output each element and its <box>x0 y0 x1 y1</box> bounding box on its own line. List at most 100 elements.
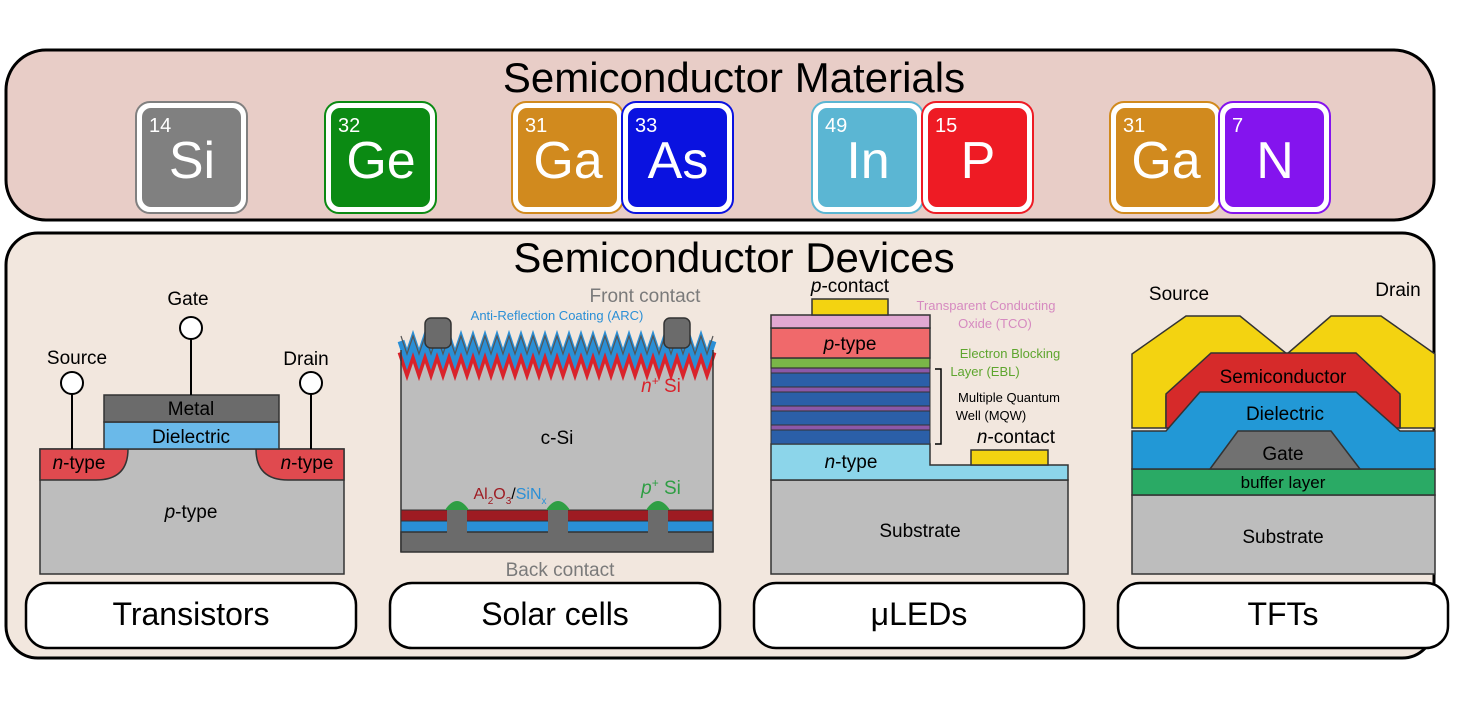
element-tile-border <box>324 101 437 214</box>
uled-n-contact-label: n-contact <box>977 427 1056 448</box>
element-tile-bg <box>622 102 733 213</box>
transistor-diagram: Gate Source Drain Metal Dielectric n-typ… <box>39 289 345 575</box>
uled-ebl <box>770 357 931 369</box>
solar-cell-diagram: Front contact Anti-Reflection Coating (A… <box>397 286 717 581</box>
uled-ebl-label-2: Layer (EBL) <box>950 364 1019 379</box>
device-name-label: TFTs <box>1247 596 1318 632</box>
solar-p-plus-bump-1 <box>445 501 469 510</box>
element-atomic-number: 33 <box>635 115 657 137</box>
tft-drain-label: Drain <box>1375 280 1420 301</box>
element-atomic-number: 32 <box>338 115 360 137</box>
mqw-barrier-layer <box>770 386 931 393</box>
transistor-gate-label: Gate <box>167 289 208 310</box>
devices-title: Semiconductor Devices <box>513 234 954 281</box>
device-box-0: Transistors <box>24 581 358 650</box>
element-tile-border <box>621 101 734 214</box>
source-terminal <box>60 371 84 395</box>
uled-p-contact <box>811 298 889 316</box>
element-atomic-number: 49 <box>825 115 847 137</box>
uled-ebl-label-1: Electron Blocking <box>960 346 1060 361</box>
solar-back-contact <box>400 531 714 553</box>
front-contact-finger-left <box>424 317 452 349</box>
tft-semiconductor-label: Semiconductor <box>1220 367 1347 388</box>
uled-n-type-label: n-type <box>825 452 878 473</box>
mqw-well-layer <box>770 429 931 445</box>
transistor-dielectric <box>103 421 280 450</box>
uled-mqw-label-1: Multiple Quantum <box>958 390 1060 405</box>
solar-p-si-label: p+ Si <box>640 476 681 499</box>
element-tile-p: 15P <box>921 101 1034 214</box>
mqw-bracket <box>935 368 942 445</box>
tft-diagram: Source Drain Semiconductor Dielectric Ga… <box>1131 280 1436 575</box>
solar-local-contact-1 <box>447 508 467 534</box>
tft-dielectric-label: Dielectric <box>1246 404 1324 425</box>
mqw-barrier-layer <box>770 405 931 412</box>
tft-substrate <box>1131 494 1436 575</box>
uled-tco-label-2: Oxide (TCO) <box>958 316 1032 331</box>
solar-front-contact-label: Front contact <box>590 286 702 307</box>
element-symbol: Ga <box>533 132 602 190</box>
element-tile-bg <box>1219 102 1330 213</box>
element-tile-bg <box>325 102 436 213</box>
device-box-3: TFTs <box>1116 581 1450 650</box>
device-box-1: Solar cells <box>388 581 722 650</box>
element-tile-border <box>135 101 248 214</box>
device-box-frame <box>752 581 1086 650</box>
tft-source-label: Source <box>1149 284 1209 305</box>
mqw-well-layer <box>770 391 931 407</box>
device-box-frame <box>388 581 722 650</box>
solar-al2o3-sinx-label: Al2O3/SiNx <box>473 486 546 507</box>
element-tile-border <box>921 101 1034 214</box>
uled-mqw-stack <box>770 367 931 445</box>
device-box-frame <box>24 581 358 650</box>
front-contact-finger-right <box>663 317 691 349</box>
solar-c-si-bulk <box>401 360 713 510</box>
tft-gate-label: Gate <box>1262 444 1303 465</box>
drain-terminal <box>299 371 323 395</box>
element-symbol: N <box>1256 132 1294 190</box>
element-tile-bg <box>136 102 247 213</box>
uled-tco <box>770 314 931 329</box>
element-symbol: P <box>961 132 996 190</box>
element-symbol: In <box>846 132 889 190</box>
solar-local-contact-2 <box>548 508 568 534</box>
materials-title: Semiconductor Materials <box>503 54 965 101</box>
transistor-drain-label: Drain <box>283 349 328 370</box>
device-name-label: μLEDs <box>871 596 968 632</box>
element-atomic-number: 31 <box>1123 115 1145 137</box>
transistor-n-region-right <box>255 448 345 481</box>
mqw-barrier-layer <box>770 424 931 431</box>
uled-tco-label-1: Transparent Conducting <box>917 298 1056 313</box>
solar-p-plus-bump-3 <box>646 501 670 510</box>
device-name-label: Transistors <box>112 596 269 632</box>
device-box-2: μLEDs <box>752 581 1086 650</box>
element-atomic-number: 14 <box>149 115 171 137</box>
transistor-n-region-left <box>39 448 129 481</box>
mqw-barrier-layer <box>770 367 931 374</box>
gate-terminal <box>179 316 203 340</box>
uled-mqw-label-2: Well (MQW) <box>956 408 1027 423</box>
transistor-metal-label: Metal <box>168 399 214 420</box>
mqw-well-layer <box>770 410 931 426</box>
element-tile-bg <box>512 102 623 213</box>
tft-substrate-label: Substrate <box>1242 527 1323 548</box>
mqw-well-layer <box>770 372 931 388</box>
element-tile-border <box>1218 101 1331 214</box>
solar-back-contact-label: Back contact <box>506 560 615 581</box>
transistor-n-type-left: n-type <box>53 453 106 474</box>
element-atomic-number: 31 <box>525 115 547 137</box>
transistor-p-type-label: p-type <box>164 502 218 523</box>
solar-local-contact-3 <box>648 508 668 534</box>
tft-buffer-label: buffer layer <box>1241 473 1326 492</box>
device-box-frame <box>1116 581 1450 650</box>
element-atomic-number: 15 <box>935 115 957 137</box>
element-atomic-number: 7 <box>1232 115 1243 137</box>
element-symbol: Si <box>169 132 215 190</box>
